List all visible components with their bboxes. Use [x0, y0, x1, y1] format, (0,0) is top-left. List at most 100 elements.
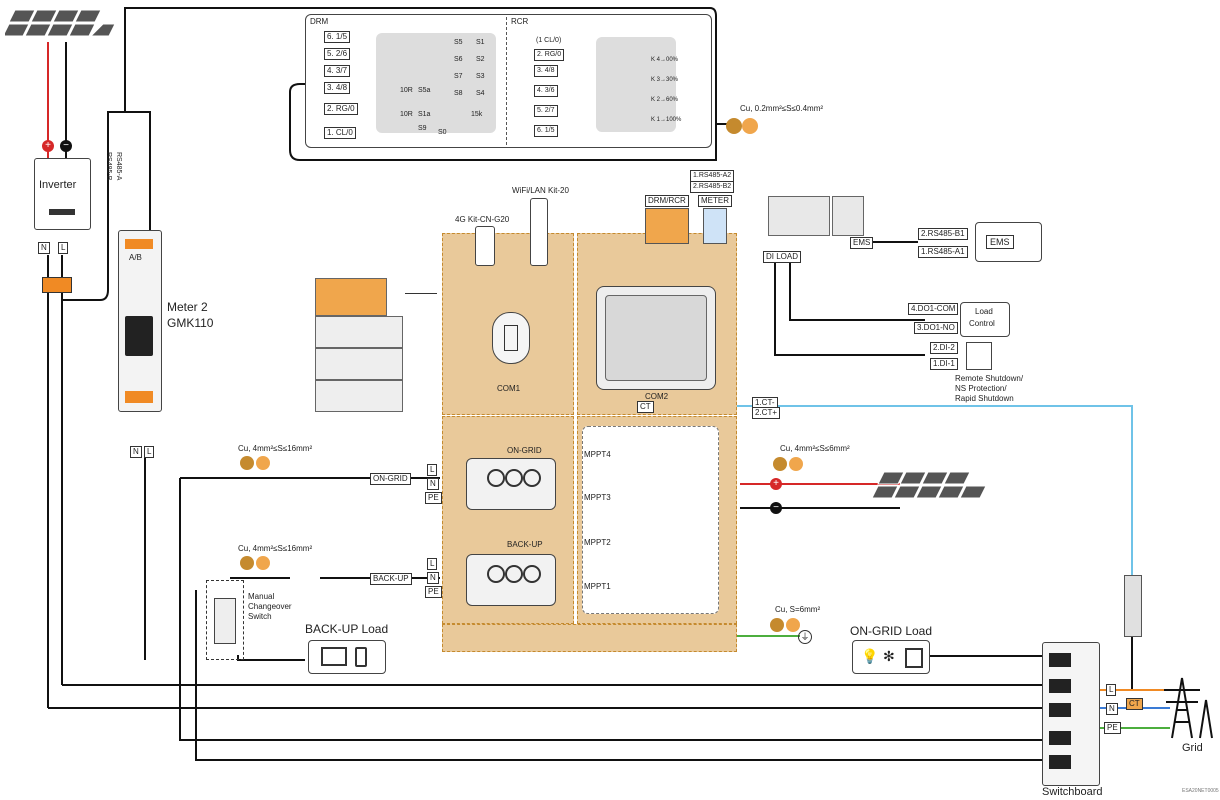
kit-wifi-module — [530, 198, 548, 266]
inverter-label: Inverter — [39, 179, 77, 191]
ground-icon: ⏚ — [798, 630, 812, 644]
drm-resistor: S5a — [418, 87, 431, 94]
rcr-header: (1 CL/0) — [536, 37, 562, 44]
drm-pin: 1. CL/0 — [324, 127, 356, 139]
rcr-pin: 5. 2/7 — [534, 105, 558, 117]
mppt-dc-minus-icon: − — [770, 502, 782, 514]
drm-title: DRM — [310, 17, 329, 26]
drm-resistor: S9 — [418, 125, 427, 132]
back-up-l: L — [427, 558, 438, 570]
meter-ab-label: A/B — [129, 253, 142, 262]
back-up-wire-tag: BACK-UP — [370, 573, 412, 585]
ems-connector-b — [832, 196, 864, 236]
on-grid-wire-tag: ON-GRID — [370, 473, 411, 485]
drm-rcr-panel: DRM RCR 6. 1/5 5. 2/6 4. 3/7 3. 4/8 2. R… — [305, 14, 712, 148]
rcr-output: K 1→100% — [651, 117, 682, 123]
inverter-display — [49, 209, 75, 215]
rcr-pin: 3. 4/8 — [534, 65, 558, 77]
rcr-relay-area — [596, 37, 676, 132]
drm-resistor: S1a — [418, 111, 431, 118]
inverter-device: Inverter — [34, 158, 91, 230]
switchboard-panel — [1042, 642, 1100, 786]
ongrid-load-box: 💡 ✻ — [852, 640, 930, 674]
rcr-output: K 3→30% — [651, 77, 679, 83]
cable-icon-backup-b — [256, 556, 270, 570]
meter-connector — [703, 208, 727, 244]
cable-icon-ongrid-b — [256, 456, 270, 470]
rcr-pin: 2. RG/0 — [534, 49, 565, 61]
ems-rs485-b1: 2.RS485-B1 — [918, 228, 968, 240]
phone-icon — [355, 647, 367, 667]
ems-rs485-a1: 1.RS485-A1 — [918, 246, 968, 258]
mppt-block — [582, 426, 719, 614]
meter-2-device: A/B — [118, 230, 162, 412]
drm-switch: S5 — [454, 39, 463, 46]
bulb-icon: 💡 — [861, 648, 879, 664]
rcr-output: K 4→00% — [651, 57, 679, 63]
fan-icon: ✻ — [883, 648, 895, 664]
dc-plus-icon: + — [42, 140, 54, 152]
meter-display — [125, 316, 153, 356]
drm-resistor: S0 — [438, 129, 447, 136]
ct-sensor-icon — [1124, 575, 1142, 637]
com2-board — [596, 286, 716, 390]
drm-resistor: 15k — [471, 111, 483, 118]
meter-rs485-a: RS485-A — [115, 152, 122, 181]
on-grid-connector — [466, 458, 556, 510]
cable-spec-small: Cu, 0.2mm²≤S≤0.4mm² — [740, 104, 824, 113]
com1-label: COM1 — [497, 384, 521, 393]
cable-icon-pv-b — [789, 457, 803, 471]
meter-model: GMK110 — [167, 316, 214, 330]
drm-switch: S2 — [476, 56, 485, 63]
drm-pin: 4. 3/7 — [324, 65, 351, 77]
load-control-box: Load Control — [960, 302, 1010, 337]
monitor-icon — [321, 647, 347, 666]
back-up-connector — [466, 554, 556, 606]
cable-icon-small — [726, 118, 742, 134]
switchboard-label: Switchboard — [1042, 786, 1103, 798]
drm-resistor: 10R — [400, 87, 413, 94]
drm-switch: S6 — [454, 56, 463, 63]
drm-switch: S1 — [476, 39, 485, 46]
meter-nl-port — [125, 391, 153, 403]
drm-switch: S7 — [454, 73, 463, 80]
meter-l-tag: L — [144, 446, 155, 458]
grid-pe-tag: PE — [1104, 722, 1121, 734]
ems-tag: EMS — [850, 237, 874, 249]
grid-tower-icon — [1164, 677, 1213, 739]
cable-icon-pv — [773, 457, 787, 471]
mppt3-label: MPPT3 — [584, 493, 611, 502]
on-grid-port-label: ON-GRID — [507, 446, 542, 455]
mppt4-label: MPPT4 — [584, 450, 611, 459]
ct-port-tag: CT — [637, 401, 654, 413]
backup-load-box — [308, 640, 386, 674]
drm-pin: 3. 4/8 — [324, 82, 351, 94]
drm-rcr-divider — [506, 17, 507, 145]
rcr-title: RCR — [511, 17, 529, 26]
rcr-pin: 4. 3/6 — [534, 85, 558, 97]
on-grid-n: N — [427, 478, 439, 490]
do1-no-tag: 3.DO1-NO — [914, 322, 958, 334]
di1-tag: 1.DI-1 — [930, 358, 958, 370]
back-up-port-label: BACK-UP — [507, 540, 543, 549]
pv-array-right — [871, 471, 987, 499]
grid-label: Grid — [1182, 742, 1203, 754]
pv-array-top — [5, 9, 115, 37]
meter-ab-port — [125, 239, 153, 249]
ongrid-load-title: ON-GRID Load — [850, 624, 933, 638]
rcr-output: K 2→60% — [651, 97, 679, 103]
meter-n-tag: N — [130, 446, 142, 458]
ems-device: EMS — [975, 222, 1042, 262]
grid-l-tag: L — [1106, 684, 1117, 696]
mppt-dc-plus-icon: + — [770, 478, 782, 490]
remote-shutdown-label-3: Rapid Shutdown — [955, 394, 1014, 403]
do1-com-tag: 4.DO1-COM — [908, 303, 959, 315]
manual-switch-label-1: Manual — [248, 592, 275, 601]
drm-resistor: 10R — [400, 111, 413, 118]
cable-icon-pe-b — [786, 618, 800, 632]
inverter-n-tag: N — [38, 242, 50, 254]
ct-clamp-icon — [42, 277, 72, 293]
cable-icon-small-b — [742, 118, 758, 134]
mppt1-label: MPPT1 — [584, 582, 611, 591]
